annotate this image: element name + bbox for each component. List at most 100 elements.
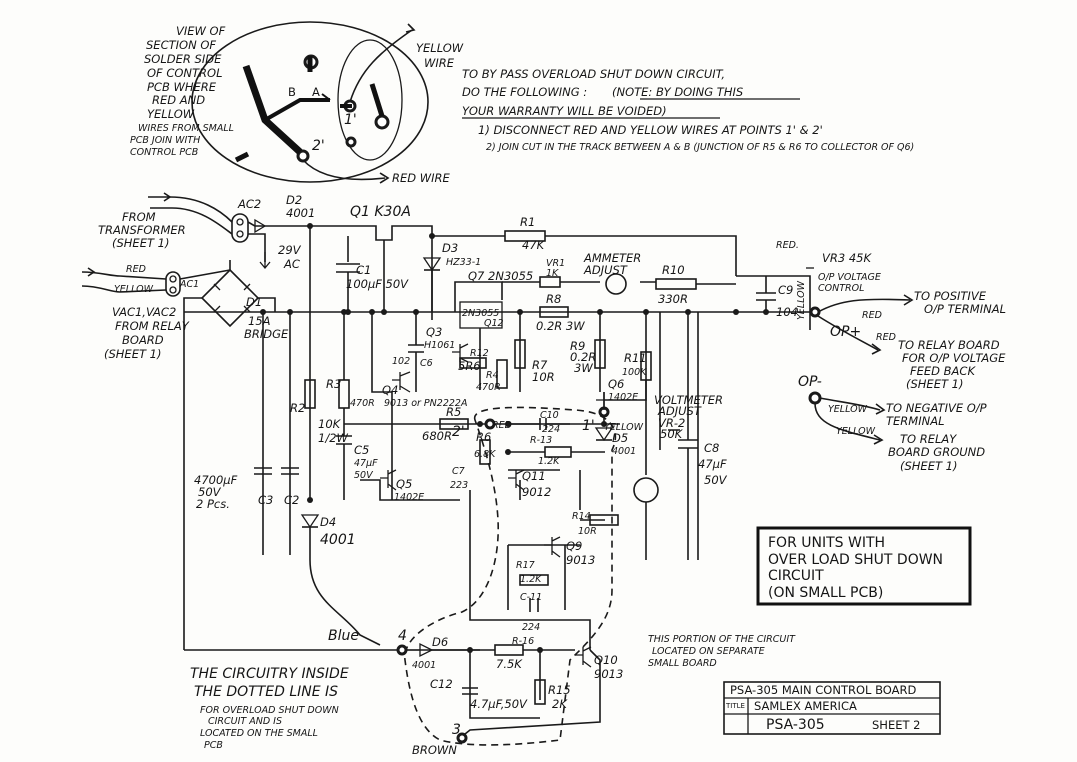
node-4-label: 4 <box>398 628 407 644</box>
label-a: A <box>312 85 320 99</box>
point-1-label: 1' <box>344 112 357 128</box>
separate-board-note: SMALL BOARD <box>648 658 717 669</box>
d4-label: D4 <box>320 515 336 529</box>
point-2-label: 2' <box>312 138 325 154</box>
c9-value: 104 <box>776 305 798 319</box>
q12-label: Q12 <box>484 318 504 329</box>
op-plus-label: OP+ <box>830 324 861 340</box>
q6-label: Q6 <box>608 377 624 391</box>
pcb-caption-line: RED AND <box>152 93 205 107</box>
r15-value: 2K <box>552 697 568 711</box>
dotted-note-small: LOCATED ON THE SMALL <box>200 728 318 739</box>
d4-value: 4001 <box>320 532 356 548</box>
warranty-note: YOUR WARRANTY WILL BE VOIDED) <box>462 104 667 118</box>
d3-value: HZ33-1 <box>446 257 481 268</box>
ac1-label: AC1 <box>179 279 199 290</box>
r7-value: 10R <box>532 370 555 384</box>
voltmeter-adjust-label: VOLTMETER <box>654 393 723 407</box>
vr1-label: VR1 <box>546 258 565 269</box>
r12-label: R12 <box>470 348 489 359</box>
warranty-note: (NOTE: BY DOING THIS <box>612 85 743 99</box>
c1-label: C1 <box>356 263 371 277</box>
d5-label: D5 <box>612 431 628 445</box>
c7-label: C7 <box>452 466 465 477</box>
q3-symbol <box>452 343 469 363</box>
r4-value: 470R <box>476 382 501 393</box>
r7-label: R7 <box>532 358 548 372</box>
r15-label: R15 <box>548 683 571 697</box>
pcb-caption-line: PCB WHERE <box>147 80 217 94</box>
pcb-caption-line: OF CONTROL <box>147 66 222 80</box>
brown-wire-label: BROWN <box>412 743 457 757</box>
q7-body-label: 2N3055 <box>462 308 499 319</box>
r6-value: 6.8K <box>474 449 496 460</box>
ac2-label: AC2 <box>237 197 261 211</box>
from-transformer-label: (SHEET 1) <box>112 236 169 250</box>
c11-label: C-11 <box>520 592 542 603</box>
r4-label: R4 <box>486 370 499 381</box>
q4-symbol <box>392 371 411 393</box>
dotted-note-small: CIRCUIT AND IS <box>208 716 282 727</box>
r3-value: 470R <box>350 398 375 409</box>
r13-value: 1.2K <box>538 456 560 467</box>
r6-label: R6 <box>476 430 491 444</box>
q9-value: 9013 <box>566 553 595 567</box>
r9-label: R9 <box>570 339 585 353</box>
q6-symbol <box>596 392 605 410</box>
vac-label: VAC1,VAC2 <box>112 305 176 319</box>
title-block-tag: TITLE <box>725 702 745 710</box>
yellow-wire-label: YELLOW <box>416 41 464 55</box>
voltmeter-adjust-label: ADJUST <box>657 404 702 418</box>
q9-symbol <box>544 536 561 558</box>
to-relay-ground-label: BOARD GROUND <box>888 445 985 459</box>
node-3-label: 3 <box>452 722 461 738</box>
yellow-vertical-label: YELLOW <box>796 280 807 320</box>
q4-value: 9013 or PN2222A <box>384 398 467 409</box>
d6-value: 4001 <box>412 660 436 671</box>
main-wiring <box>81 192 914 744</box>
q7-label: Q7 2N3055 <box>468 269 533 283</box>
dotted-note: THE DOTTED LINE IS <box>194 684 338 700</box>
node-1-label: 1' <box>582 418 595 434</box>
pcb-view-caption: VIEW OF SECTION OF SOLDER SIDE OF CONTRO… <box>130 24 234 158</box>
q3-value: H1061 <box>424 340 455 351</box>
vr2-value: 50K <box>660 427 684 441</box>
c1-value: 100µF 50V <box>346 277 409 291</box>
r10-label: R10 <box>662 263 685 277</box>
q10-value: 9013 <box>594 667 623 681</box>
c8-value: 50V <box>704 473 728 487</box>
red-lead-label: RED <box>862 310 882 321</box>
q3-label: Q3 <box>426 325 442 339</box>
r2-label: R2 <box>290 401 305 415</box>
d5-value: 4001 <box>612 446 636 457</box>
title-block-drawing: PSA-305 <box>766 717 825 733</box>
units-note-line: FOR UNITS WITH <box>768 535 885 551</box>
yellow-q6-label: YELLOW <box>604 422 644 433</box>
to-negative-label: TERMINAL <box>886 414 944 428</box>
op-minus-label: OP- <box>798 374 822 390</box>
label-b: B <box>288 85 296 99</box>
red-lead-label: RED <box>876 332 896 343</box>
r13-label: R-13 <box>530 435 552 446</box>
dotted-note-small: PCB <box>204 740 223 751</box>
pcb-solder-side-view <box>191 21 429 184</box>
pcb-caption-line: SOLDER SIDE <box>144 52 222 66</box>
units-note-line: (ON SMALL PCB) <box>768 585 883 601</box>
r8-value: 0.2R 3W <box>536 319 585 333</box>
r16-label: R-16 <box>512 636 534 647</box>
d1-label: 15A <box>248 314 271 328</box>
units-note-line: OVER LOAD SHUT DOWN <box>768 552 943 568</box>
c12-value: 4.7µF,50V <box>470 697 528 711</box>
r10-value: 330R <box>658 292 688 306</box>
ammeter-adjust-label: ADJUST <box>583 263 628 277</box>
q5-label: Q5 <box>396 477 412 491</box>
dotted-note-small: FOR OVERLOAD SHUT DOWN <box>200 705 339 716</box>
vac-label: BOARD <box>122 333 164 347</box>
c3c2-label: 50V <box>198 485 222 499</box>
to-negative-label: TO NEGATIVE O/P <box>886 401 987 415</box>
pcb-caption-line: CONTROL PCB <box>130 147 198 158</box>
separate-board-note: THIS PORTION OF THE CIRCUIT <box>648 634 796 645</box>
units-note-line: CIRCUIT <box>768 568 824 584</box>
c6-value: 102 <box>392 356 410 367</box>
